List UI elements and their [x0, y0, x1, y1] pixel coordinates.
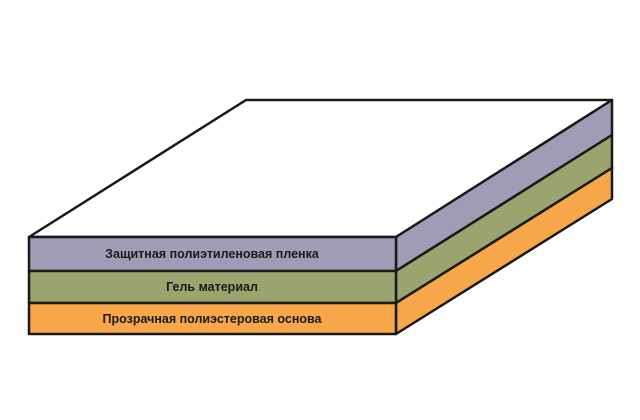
front-face-polyester-base: [27, 301, 398, 336]
layer-label-protective-film: Защитная полиэтиленовая пленка: [105, 247, 320, 261]
layer-label-gel-material: Гель материал: [166, 280, 258, 294]
layer-label-polyester-base: Прозрачная полиэстеровая основа: [103, 312, 323, 326]
front-face-protective-film: [27, 235, 398, 273]
